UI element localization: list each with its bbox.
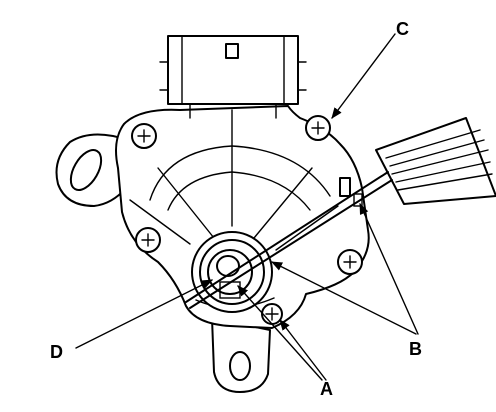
- bolt-upper-right: [305, 115, 331, 141]
- leader-c: [331, 33, 396, 119]
- callout-d: D: [50, 342, 63, 362]
- callout-b: B: [409, 339, 422, 359]
- bolt-lower-right: [337, 249, 363, 275]
- leader-b-lower: [270, 261, 417, 335]
- lower-mounting-tab: [211, 317, 271, 393]
- bolt-upper-left: [131, 123, 157, 149]
- connector-housing: [167, 35, 299, 105]
- leader-a-left: [237, 285, 323, 381]
- callout-a: A: [320, 379, 333, 399]
- leader-b-upper: [359, 202, 419, 335]
- alignment-slot: [339, 177, 351, 197]
- alignment-tool: [185, 117, 496, 309]
- bolt-lower-left: [135, 227, 161, 253]
- shaft-bore: [216, 255, 240, 277]
- leader-d: [75, 279, 214, 349]
- leader-a-right: [279, 319, 327, 381]
- left-ear-slot: [69, 149, 103, 191]
- lower-tab-hole: [229, 351, 251, 381]
- rotor-inner-ring: [207, 249, 253, 295]
- rotor-middle-ring: [199, 239, 265, 305]
- retaining-screw: [261, 303, 283, 325]
- connector-lock-tab: [225, 43, 239, 59]
- callout-c: C: [396, 19, 409, 39]
